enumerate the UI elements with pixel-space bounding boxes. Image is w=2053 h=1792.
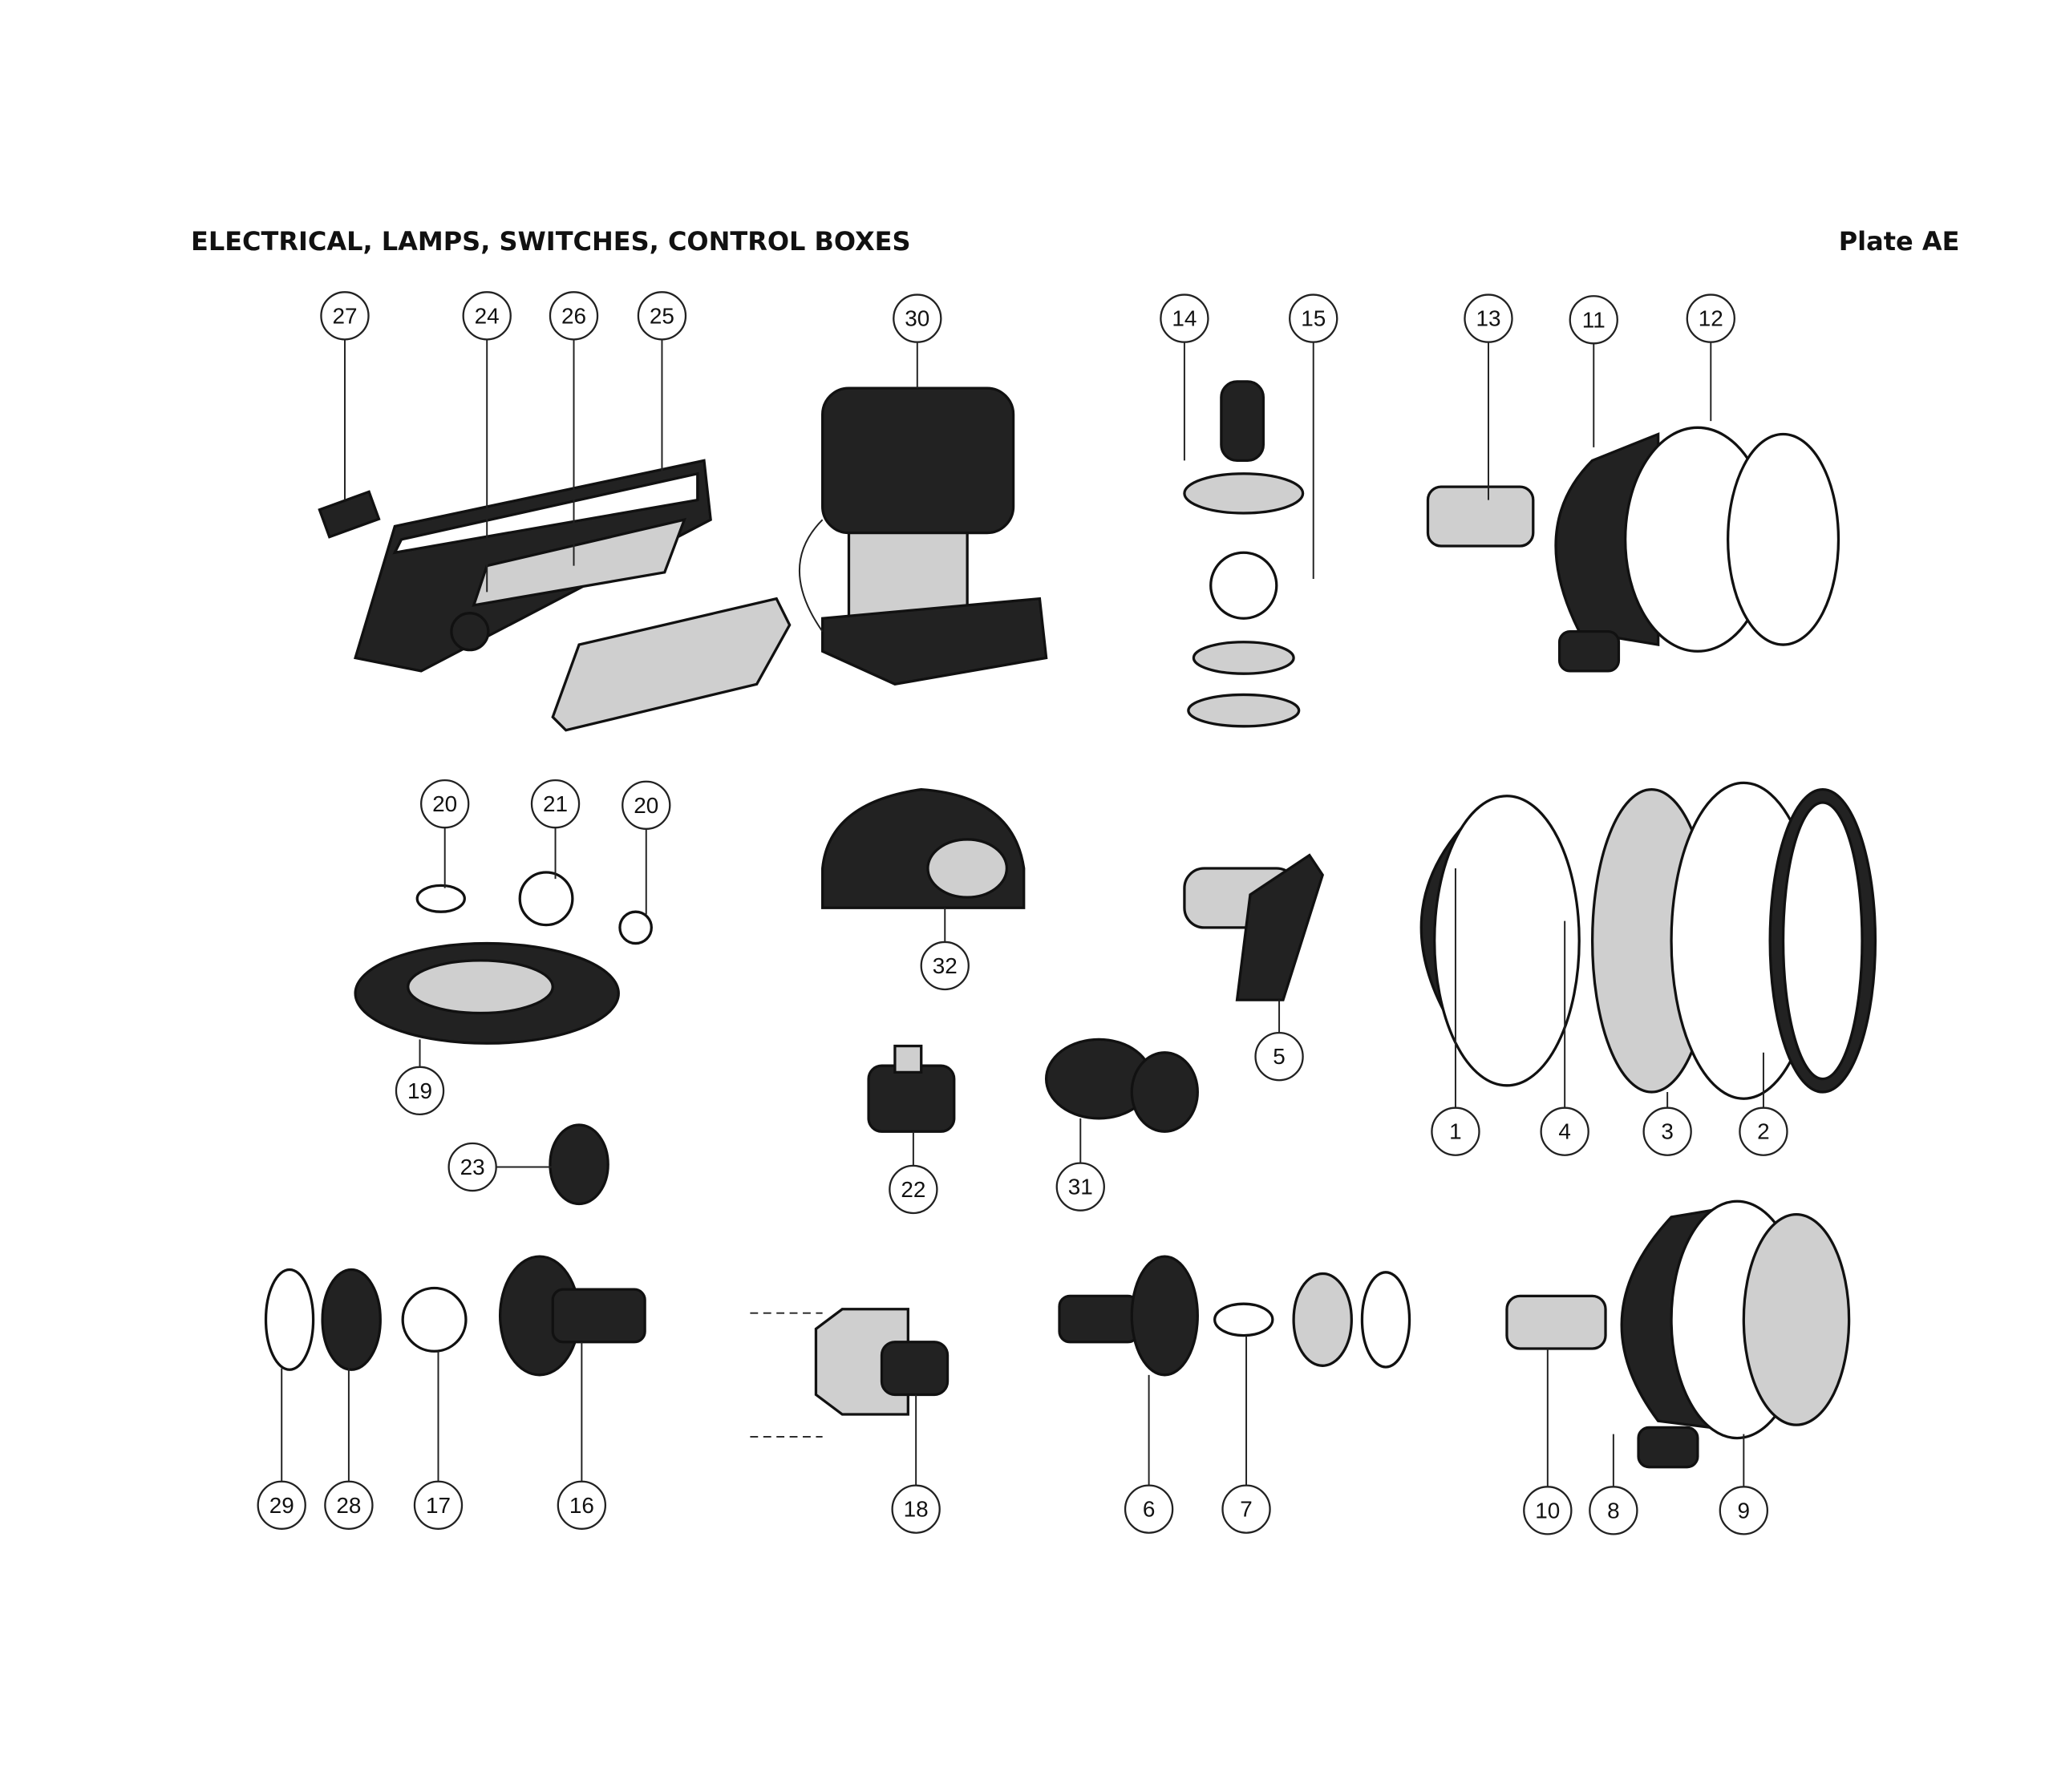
svg-text:23: 23 <box>460 1155 485 1179</box>
callouts: 27 24 26 25 30 14 15 13 11 12 20 21 20 3… <box>257 291 1788 1535</box>
svg-text:20: 20 <box>634 793 658 818</box>
callout-26: 26 <box>549 291 599 341</box>
svg-text:17: 17 <box>426 1493 451 1518</box>
callout-4: 4 <box>1540 1106 1589 1156</box>
plate-number: Plate AE <box>1839 226 1960 257</box>
callout-19: 19 <box>395 1066 445 1116</box>
callout-14: 14 <box>1160 293 1209 343</box>
svg-text:8: 8 <box>1607 1498 1620 1523</box>
svg-text:20: 20 <box>432 791 457 816</box>
svg-text:1: 1 <box>1449 1119 1462 1144</box>
switch-18 <box>750 1308 950 1438</box>
svg-text:31: 31 <box>1068 1175 1093 1199</box>
svg-text:11: 11 <box>1582 307 1606 332</box>
svg-text:21: 21 <box>543 791 568 816</box>
svg-text:28: 28 <box>336 1493 361 1518</box>
svg-text:7: 7 <box>1240 1497 1253 1522</box>
callout-15: 15 <box>1289 293 1338 343</box>
svg-text:6: 6 <box>1143 1497 1156 1522</box>
rear-lamp-assembly <box>354 871 653 1206</box>
svg-text:9: 9 <box>1738 1498 1751 1523</box>
svg-text:3: 3 <box>1661 1119 1674 1144</box>
svg-text:30: 30 <box>905 306 929 331</box>
callout-10: 10 <box>1523 1486 1573 1535</box>
callout-30: 30 <box>893 293 942 343</box>
callout-21: 21 <box>530 779 581 829</box>
callout-23: 23 <box>447 1142 497 1192</box>
svg-text:16: 16 <box>569 1493 594 1518</box>
callout-1: 1 <box>1431 1106 1480 1156</box>
callout-20b: 20 <box>622 780 671 830</box>
callout-27: 27 <box>320 291 370 341</box>
callout-16: 16 <box>557 1480 607 1530</box>
callout-7: 7 <box>1221 1484 1271 1534</box>
callout-32: 32 <box>920 940 970 991</box>
svg-text:25: 25 <box>650 303 674 328</box>
svg-text:5: 5 <box>1273 1044 1286 1069</box>
callout-5: 5 <box>1254 1032 1304 1082</box>
panel-switch <box>1183 853 1325 1001</box>
callout-8: 8 <box>1589 1486 1638 1535</box>
svg-text:4: 4 <box>1558 1119 1571 1144</box>
callout-17: 17 <box>413 1480 464 1530</box>
svg-text:13: 13 <box>1476 306 1500 331</box>
callout-31: 31 <box>1055 1162 1105 1212</box>
callout-20: 20 <box>420 779 470 829</box>
svg-text:19: 19 <box>407 1078 432 1103</box>
svg-text:29: 29 <box>269 1493 294 1518</box>
callout-24: 24 <box>462 291 512 341</box>
svg-text:32: 32 <box>933 953 958 978</box>
control-box <box>799 386 1048 686</box>
callout-3: 3 <box>1642 1106 1692 1156</box>
number-plate-lamp <box>821 787 1026 909</box>
fog-lamp-assembly <box>1505 1199 1851 1469</box>
lamp-6-7 <box>1058 1255 1411 1377</box>
headlamp-assembly <box>1419 781 1877 1100</box>
callout-25: 25 <box>637 291 687 341</box>
callout-29: 29 <box>257 1480 306 1530</box>
flasher-lamp-16-29 <box>264 1255 646 1377</box>
svg-text:22: 22 <box>901 1177 925 1202</box>
svg-text:26: 26 <box>561 303 586 328</box>
svg-text:27: 27 <box>332 303 357 328</box>
svg-text:24: 24 <box>475 303 500 328</box>
side-lamp-assembly <box>1426 426 1840 673</box>
callout-12: 12 <box>1686 293 1735 343</box>
callout-9: 9 <box>1719 1486 1769 1535</box>
callout-6: 6 <box>1124 1484 1174 1534</box>
svg-text:14: 14 <box>1172 306 1197 331</box>
callout-11: 11 <box>1569 295 1618 345</box>
callout-2: 2 <box>1739 1106 1788 1156</box>
callout-13: 13 <box>1464 293 1513 343</box>
number-plate-lamp-assembly <box>318 459 792 732</box>
svg-text:18: 18 <box>904 1497 929 1522</box>
stop-tail-bulb-holder <box>1183 380 1305 728</box>
leader-lines <box>281 339 1764 1487</box>
svg-text:10: 10 <box>1535 1498 1560 1523</box>
switches-22-31 <box>867 1038 1199 1133</box>
plate-title: ELECTRICAL, LAMPS, SWITCHES, CONTROL BOX… <box>191 226 911 257</box>
svg-text:12: 12 <box>1699 306 1723 331</box>
callout-28: 28 <box>324 1480 374 1530</box>
callout-18: 18 <box>891 1484 941 1534</box>
svg-text:2: 2 <box>1757 1119 1770 1144</box>
callout-22: 22 <box>889 1164 938 1215</box>
svg-text:15: 15 <box>1301 306 1326 331</box>
